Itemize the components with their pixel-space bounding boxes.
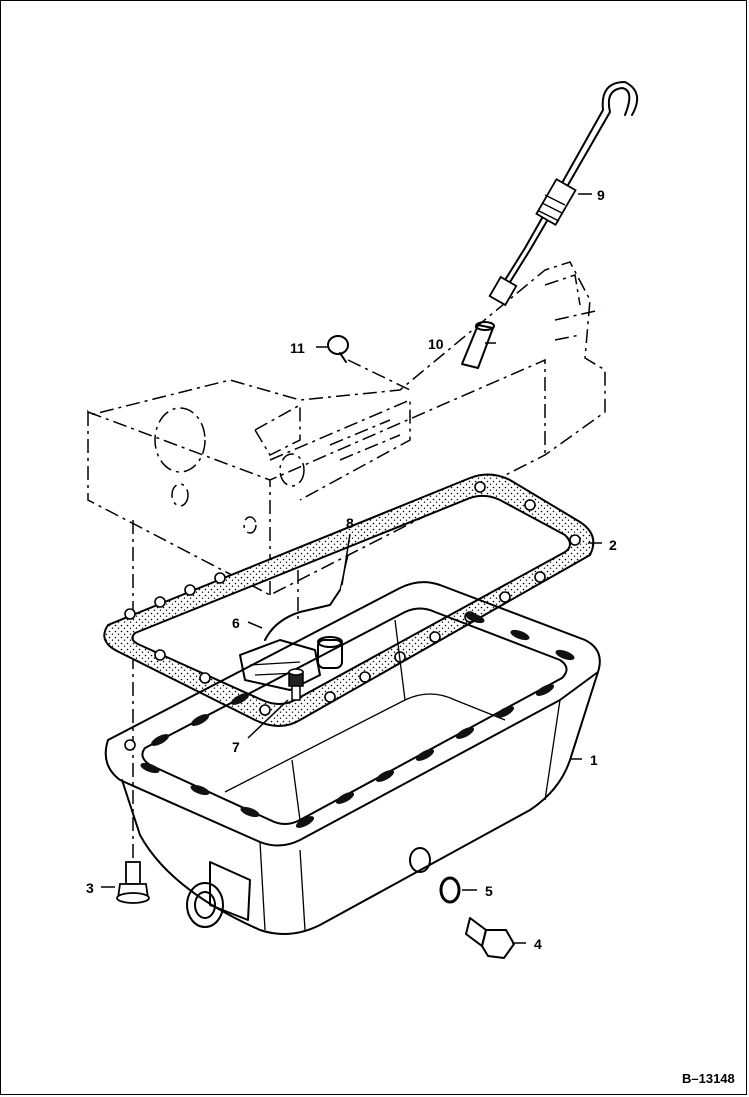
callout-2: 2 <box>609 537 617 553</box>
callout-10: 10 <box>428 336 444 352</box>
callout-5: 5 <box>485 883 493 899</box>
dipstick <box>488 81 639 307</box>
dipstick-guide <box>461 321 495 369</box>
plug <box>327 335 411 391</box>
callout-8: 8 <box>346 515 354 531</box>
callout-3: 3 <box>86 880 94 896</box>
callout-9: 9 <box>597 187 605 203</box>
callout-labels: 2 1 3 4 5 6 7 8 9 10 11 <box>86 187 617 952</box>
engine-block-outline <box>87 261 606 596</box>
gasket-bolt-holes <box>124 481 581 716</box>
callout-4: 4 <box>534 936 542 952</box>
callout-7: 7 <box>232 739 240 755</box>
gasket <box>103 473 595 727</box>
drain-plug <box>465 917 515 959</box>
leader-lines <box>101 193 602 944</box>
oil-pickup-tube <box>317 636 343 669</box>
strainer-bolt <box>288 668 304 701</box>
callout-11: 11 <box>290 340 305 356</box>
oil-pan <box>104 581 601 935</box>
drain-washer <box>439 876 461 904</box>
pan-bolt <box>116 861 150 904</box>
reference-code: B–13148 <box>682 1071 735 1086</box>
callout-1: 1 <box>590 752 598 768</box>
pan-flange-holes <box>124 612 575 828</box>
callout-6: 6 <box>232 615 240 631</box>
